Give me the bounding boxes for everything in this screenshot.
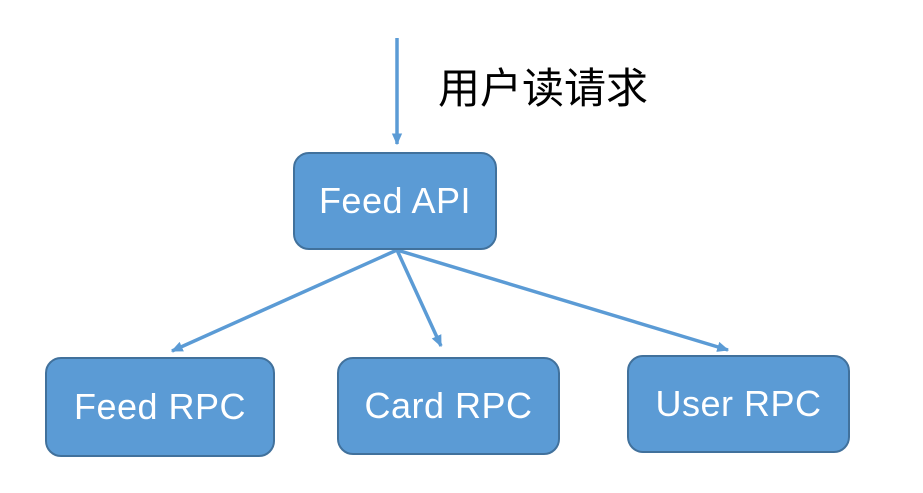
node-feed-api: Feed API (293, 152, 497, 250)
node-card-rpc-label: Card RPC (364, 385, 533, 426)
edge-feed-api-to-feed-rpc-arrow (170, 248, 398, 353)
edge-feed-api-to-user-rpc-arrow (396, 248, 730, 352)
edge-feed-api-to-card-rpc-arrow (395, 249, 443, 348)
node-card-rpc: Card RPC (337, 357, 560, 455)
node-feed-api-label: Feed API (318, 180, 472, 221)
node-user-rpc: User RPC (627, 355, 850, 453)
node-feed-rpc: Feed RPC (45, 357, 275, 457)
node-user-rpc-label: User RPC (655, 383, 822, 424)
node-feed-rpc-label: Feed RPC (73, 386, 247, 427)
incoming-request-label: 用户读请求 (438, 65, 649, 112)
